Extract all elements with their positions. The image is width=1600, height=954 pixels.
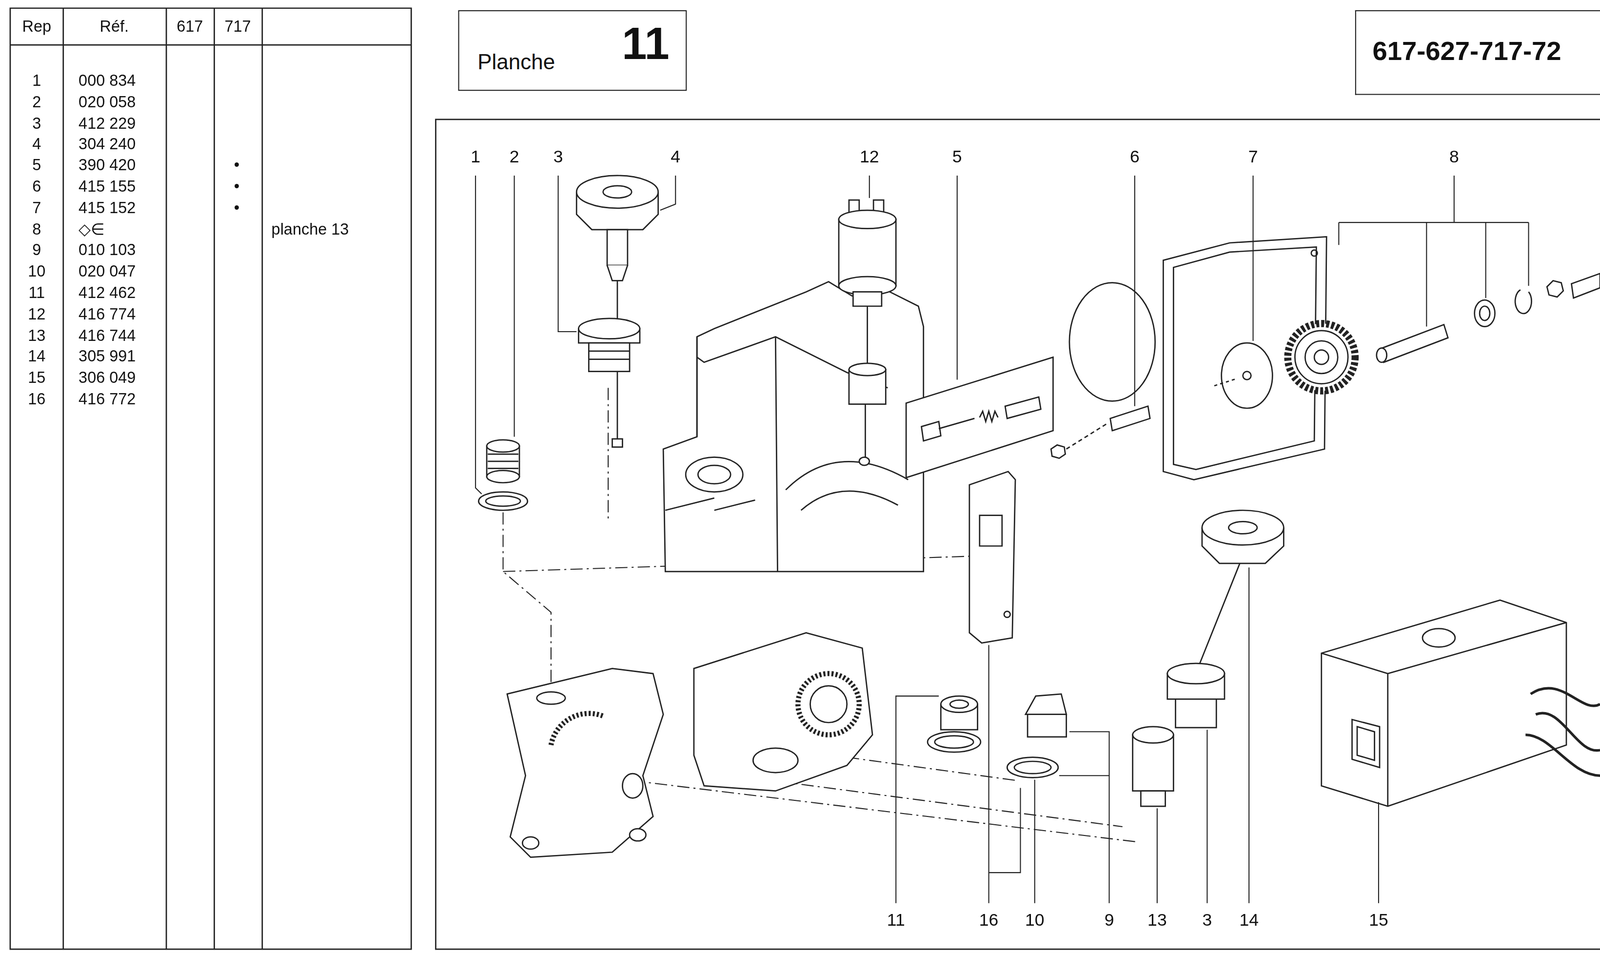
table-header: 717 [224, 17, 251, 36]
model-mark: • [234, 198, 240, 217]
item-number: 2 [32, 92, 41, 111]
part-reference: 415 152 [78, 198, 136, 217]
item-number: 15 [27, 368, 46, 387]
part-reference: 416 772 [78, 389, 136, 408]
part-reference: 412 229 [78, 114, 136, 132]
callout-number: 8 [1447, 147, 1462, 167]
item-number: 16 [27, 389, 46, 408]
item-number: 14 [27, 347, 46, 365]
cross-reference: planche 13 [271, 219, 350, 238]
table-header: 617 [176, 17, 203, 36]
part-reference: 304 240 [78, 135, 136, 153]
drain-plug [486, 439, 520, 483]
oil-level-switch [838, 199, 896, 466]
item-number: 12 [27, 304, 46, 323]
callout-number: 5 [950, 147, 965, 167]
dipstick [576, 175, 658, 448]
model-range: 617-627-717-72 [1372, 36, 1561, 66]
parts-table-grid [10, 8, 412, 949]
switch-plate [906, 356, 1053, 478]
model-mark: • [234, 177, 240, 196]
callout-number: 11 [885, 911, 908, 931]
plate-number-box: Planche 11 [458, 10, 688, 91]
item-number: 7 [32, 198, 41, 217]
item-number: 5 [32, 156, 41, 175]
item-number: 1 [32, 71, 41, 89]
part-reference: 020 047 [78, 262, 136, 280]
washer [478, 492, 528, 511]
callout-number: 1 [468, 147, 483, 167]
item-number: 11 [28, 283, 45, 302]
item-number: 10 [27, 262, 46, 280]
governor-gear [1214, 323, 1356, 409]
leader-lines [475, 175, 1529, 904]
part-reference: 306 049 [78, 368, 136, 387]
plate-number: 11 [621, 19, 670, 69]
part-reference: 412 462 [78, 283, 136, 302]
callout-number: 3 [551, 147, 566, 167]
part-reference: ◇∈ [78, 219, 105, 238]
table-header: Réf. [99, 17, 130, 36]
item-number: 3 [32, 114, 41, 132]
callout-number: 13 [1145, 911, 1169, 931]
table-header: Rep [22, 17, 52, 36]
model-mark: • [234, 156, 240, 175]
governor-shaft-set [1376, 273, 1600, 363]
crankcase-halves [507, 632, 873, 857]
part-reference: 010 103 [78, 241, 136, 259]
part-reference: 000 834 [78, 71, 136, 89]
plugs-and-washers [927, 693, 1174, 807]
callout-number: 2 [507, 147, 522, 167]
callout-number: 9 [1102, 911, 1116, 931]
part-reference: 416 774 [78, 304, 136, 323]
illustration-frame [435, 119, 1600, 949]
callout-number: 6 [1127, 147, 1142, 167]
control-box [1321, 599, 1600, 807]
dipstick-bracket [969, 471, 1016, 644]
callout-number: 12 [857, 147, 882, 167]
callout-number: 3 [1200, 911, 1214, 931]
plate-caption: Planche [477, 50, 555, 74]
item-number: 13 [27, 326, 46, 344]
callout-number: 16 [977, 911, 1001, 931]
callout-number: 4 [668, 147, 683, 167]
callout-number: 15 [1366, 911, 1391, 931]
callout-number: 10 [1023, 911, 1047, 931]
part-reference: 305 991 [78, 347, 136, 365]
part-reference: 415 155 [78, 177, 136, 196]
item-number: 8 [32, 219, 41, 238]
engine-block [663, 281, 924, 572]
dipstick [1167, 510, 1284, 728]
part-reference: 020 058 [78, 92, 136, 111]
item-number: 6 [32, 177, 41, 196]
model-range-box: 617-627-717-72 [1355, 10, 1600, 96]
callout-number: 14 [1237, 911, 1261, 931]
washer [485, 495, 521, 507]
part-reference: 390 420 [78, 156, 136, 175]
item-number: 9 [32, 241, 41, 259]
item-number: 4 [32, 135, 41, 153]
part-reference: 416 744 [78, 326, 136, 344]
callout-number: 7 [1245, 147, 1260, 167]
